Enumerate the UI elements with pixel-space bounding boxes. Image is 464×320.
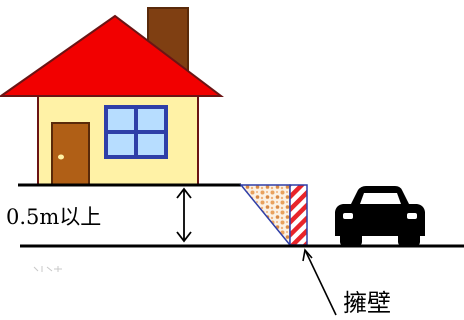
retaining-wall <box>289 184 308 246</box>
fill-soil <box>239 184 291 248</box>
door <box>51 122 90 186</box>
retaining-wall-label: 擁壁 <box>343 289 391 317</box>
window <box>104 105 168 159</box>
faint-fragment <box>33 266 62 272</box>
car-icon <box>335 186 425 246</box>
roof <box>0 14 224 97</box>
height-arrow <box>176 187 192 243</box>
door-knob <box>58 154 64 160</box>
height-label: 0.5m以上 <box>6 205 102 229</box>
wall-leader-line <box>302 248 337 316</box>
house-icon <box>0 7 224 186</box>
